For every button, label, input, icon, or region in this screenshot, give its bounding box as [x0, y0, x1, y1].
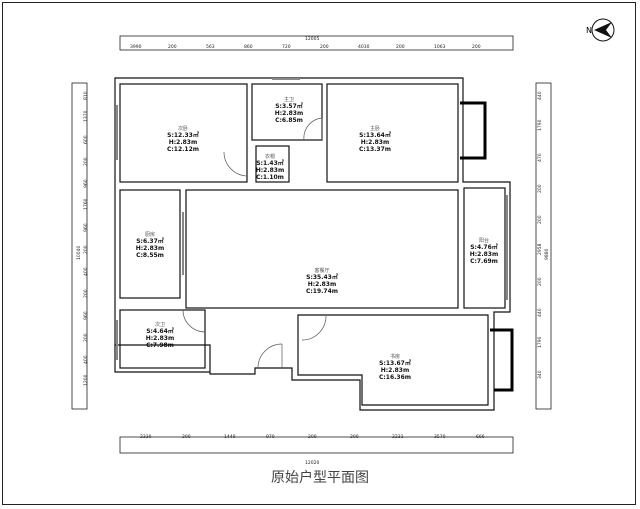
room-perimeter: C:12.12m: [167, 146, 199, 153]
dim-bottom: 970: [266, 434, 275, 440]
room-name: 厨房: [145, 231, 155, 238]
dim-top: 1063: [434, 44, 446, 50]
dim-left: 1370: [83, 110, 89, 122]
bay-windows: [460, 101, 514, 392]
dim-bottom: 1440: [224, 434, 236, 440]
room-outline: [119, 83, 248, 183]
dim-bottom: 3570: [434, 434, 446, 440]
room-height: H:2.83m: [256, 167, 284, 174]
dim-left: 810: [83, 91, 89, 100]
dim-bottom: 666: [476, 434, 485, 440]
room-perimeter: C:7.69m: [470, 258, 498, 265]
dim-left: 200: [83, 157, 89, 166]
dim-right: 440: [537, 308, 543, 317]
dim-left: 200: [83, 289, 89, 298]
room-area: S:4.64㎡: [146, 327, 174, 335]
dim-right: 200: [537, 277, 543, 286]
dim-left: 200: [83, 333, 89, 342]
room-perimeter: C:13.37m: [359, 146, 391, 153]
room-area: S:3.57㎡: [275, 102, 303, 110]
dim-top: 200: [320, 44, 329, 50]
room-perimeter: C:19.74m: [306, 288, 338, 295]
dim-total-top: 12005: [305, 36, 319, 42]
dim-bottom: 200: [308, 434, 317, 440]
windows: [116, 78, 508, 360]
doors: [182, 117, 327, 369]
room-area: S:12.33㎡: [167, 131, 199, 139]
dim-left: 1200: [83, 374, 89, 386]
compass-icon: N: [586, 18, 615, 42]
room-perimeter: C:6.85m: [275, 117, 303, 124]
room-area: S:13.67㎡: [379, 359, 411, 367]
room-perimeter: C:8.55m: [136, 252, 164, 259]
compass-label: N: [586, 26, 592, 35]
room-height: H:2.83m: [169, 139, 197, 146]
walls: [114, 77, 511, 411]
dim-left: 1760: [83, 198, 89, 210]
room-perimeter: C:7.98m: [146, 342, 174, 349]
dim-total-left: 10040: [76, 246, 82, 260]
dim-left: 960: [83, 311, 89, 320]
dim-left: 960: [83, 179, 89, 188]
room-height: H:2.83m: [308, 281, 336, 288]
room-name: 次卫: [155, 321, 165, 328]
dim-right: 2958: [537, 243, 543, 255]
dimension-lines: [71, 35, 552, 454]
room-perimeter: C:1.10m: [256, 174, 284, 181]
dim-top: 200: [168, 44, 177, 50]
plan-title: 原始户型平面图: [271, 470, 369, 486]
dim-bottom: 200: [182, 434, 191, 440]
room-name: 客餐厅: [314, 267, 329, 274]
room-name: 主卫: [284, 96, 294, 103]
dim-right: 470: [537, 153, 543, 162]
dim-left: 400: [83, 355, 89, 364]
room-area: S:13.64㎡: [359, 131, 391, 139]
dim-top: 4030: [358, 44, 370, 50]
room-height: H:2.83m: [275, 110, 303, 117]
dim-left: 400: [83, 267, 89, 276]
room-height: H:2.83m: [361, 139, 389, 146]
dim-right: 200: [537, 215, 543, 224]
dim-left: 600: [83, 135, 89, 144]
room-height: H:2.83m: [146, 335, 174, 342]
dim-bottom: 2231: [392, 434, 404, 440]
room-area: S:35.43㎡: [306, 273, 338, 281]
room-name: 次卧: [178, 125, 188, 132]
drawing-frame: [2, 2, 636, 505]
room-name: 书房: [390, 353, 400, 360]
dim-top: 860: [244, 44, 253, 50]
dim-right: 340: [537, 370, 543, 379]
dim-top: 563: [206, 44, 215, 50]
dim-total-bottom: 12020: [305, 460, 319, 466]
room-height: H:2.83m: [470, 251, 498, 258]
dim-right: 1790: [537, 336, 543, 348]
room-area: S:6.37㎡: [136, 237, 164, 245]
room-name: 主卧: [370, 125, 380, 132]
dim-left: 200: [83, 245, 89, 254]
dim-right: 440: [537, 91, 543, 100]
room-name: 阳台: [479, 237, 489, 244]
dim-left: 960: [83, 223, 89, 232]
room-name: 衣帽: [265, 153, 275, 160]
dim-total-right: 9880: [544, 248, 550, 260]
dim-bottom: 2330: [140, 434, 152, 440]
room-height: H:2.83m: [381, 367, 409, 374]
dim-top: 200: [472, 44, 481, 50]
dim-right: 200: [537, 184, 543, 193]
room-height: H:2.83m: [136, 245, 164, 252]
dim-top: 720: [282, 44, 291, 50]
room-area: S:4.76㎡: [470, 243, 498, 251]
room-area: S:1.43㎡: [256, 159, 284, 167]
dim-top: 3990: [130, 44, 142, 50]
dim-top: 200: [396, 44, 405, 50]
dim-right: 1790: [537, 119, 543, 131]
dim-bottom: 200: [350, 434, 359, 440]
room-perimeter: C:16.36m: [379, 374, 411, 381]
